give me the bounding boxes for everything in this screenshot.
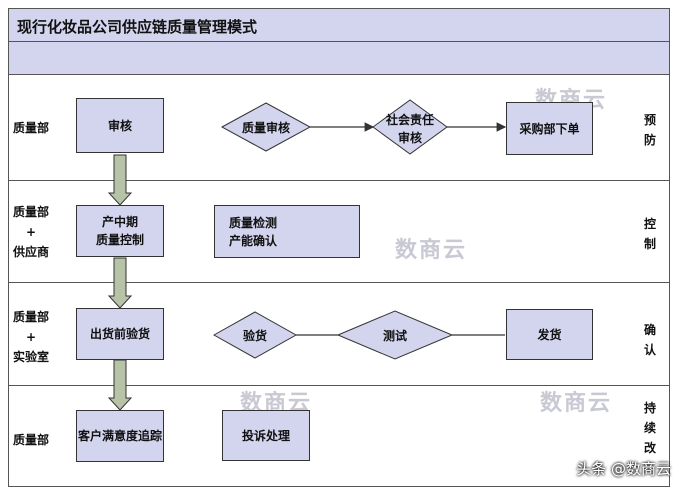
- node-purchasing-order: 采购部下单: [506, 102, 593, 155]
- decision-diamond: [212, 311, 298, 359]
- phase-label: 预防: [643, 113, 656, 147]
- phase-label: 确认: [643, 323, 656, 357]
- node-quality-testing: 质量检测 产能确认: [214, 205, 360, 258]
- node-in-production-qc: 产中期 质量控制: [76, 205, 164, 257]
- phase-label: 控制: [643, 217, 656, 251]
- diamond-label: 社会责任 审核: [385, 113, 434, 145]
- node-pre-shipment-inspection: 出货前验货: [76, 308, 164, 360]
- diamond-label: 测试: [382, 329, 407, 343]
- decision-diamond: [372, 99, 448, 155]
- decision-diamond: [336, 310, 454, 360]
- lane-label: 质量部 + 实验室: [12, 310, 49, 364]
- lane-label: 质量部: [12, 433, 49, 447]
- credit-watermark: 头条 @数商云: [576, 460, 671, 478]
- lane-label: 质量部 + 供应商: [12, 205, 49, 259]
- node-audit: 审核: [76, 98, 164, 153]
- lane-label: 质量部: [12, 121, 49, 135]
- node-complaint-handling: 投诉处理: [222, 410, 310, 461]
- node-customer-satisfaction: 客户满意度追踪: [76, 410, 164, 462]
- flow-arrow: [107, 154, 133, 206]
- flow-arrow: [107, 257, 133, 309]
- flow-arrow: [107, 359, 133, 411]
- diamond-label: 验货: [242, 329, 267, 343]
- decision-diamond: [220, 102, 312, 152]
- diamond-label: 质量审核: [241, 121, 290, 135]
- lane-improvement: [8, 385, 670, 487]
- diagram-title: 现行化妆品公司供应链质量管理模式: [8, 8, 670, 42]
- node-shipping: 发货: [506, 309, 593, 360]
- phase-label: 持续改: [643, 401, 656, 455]
